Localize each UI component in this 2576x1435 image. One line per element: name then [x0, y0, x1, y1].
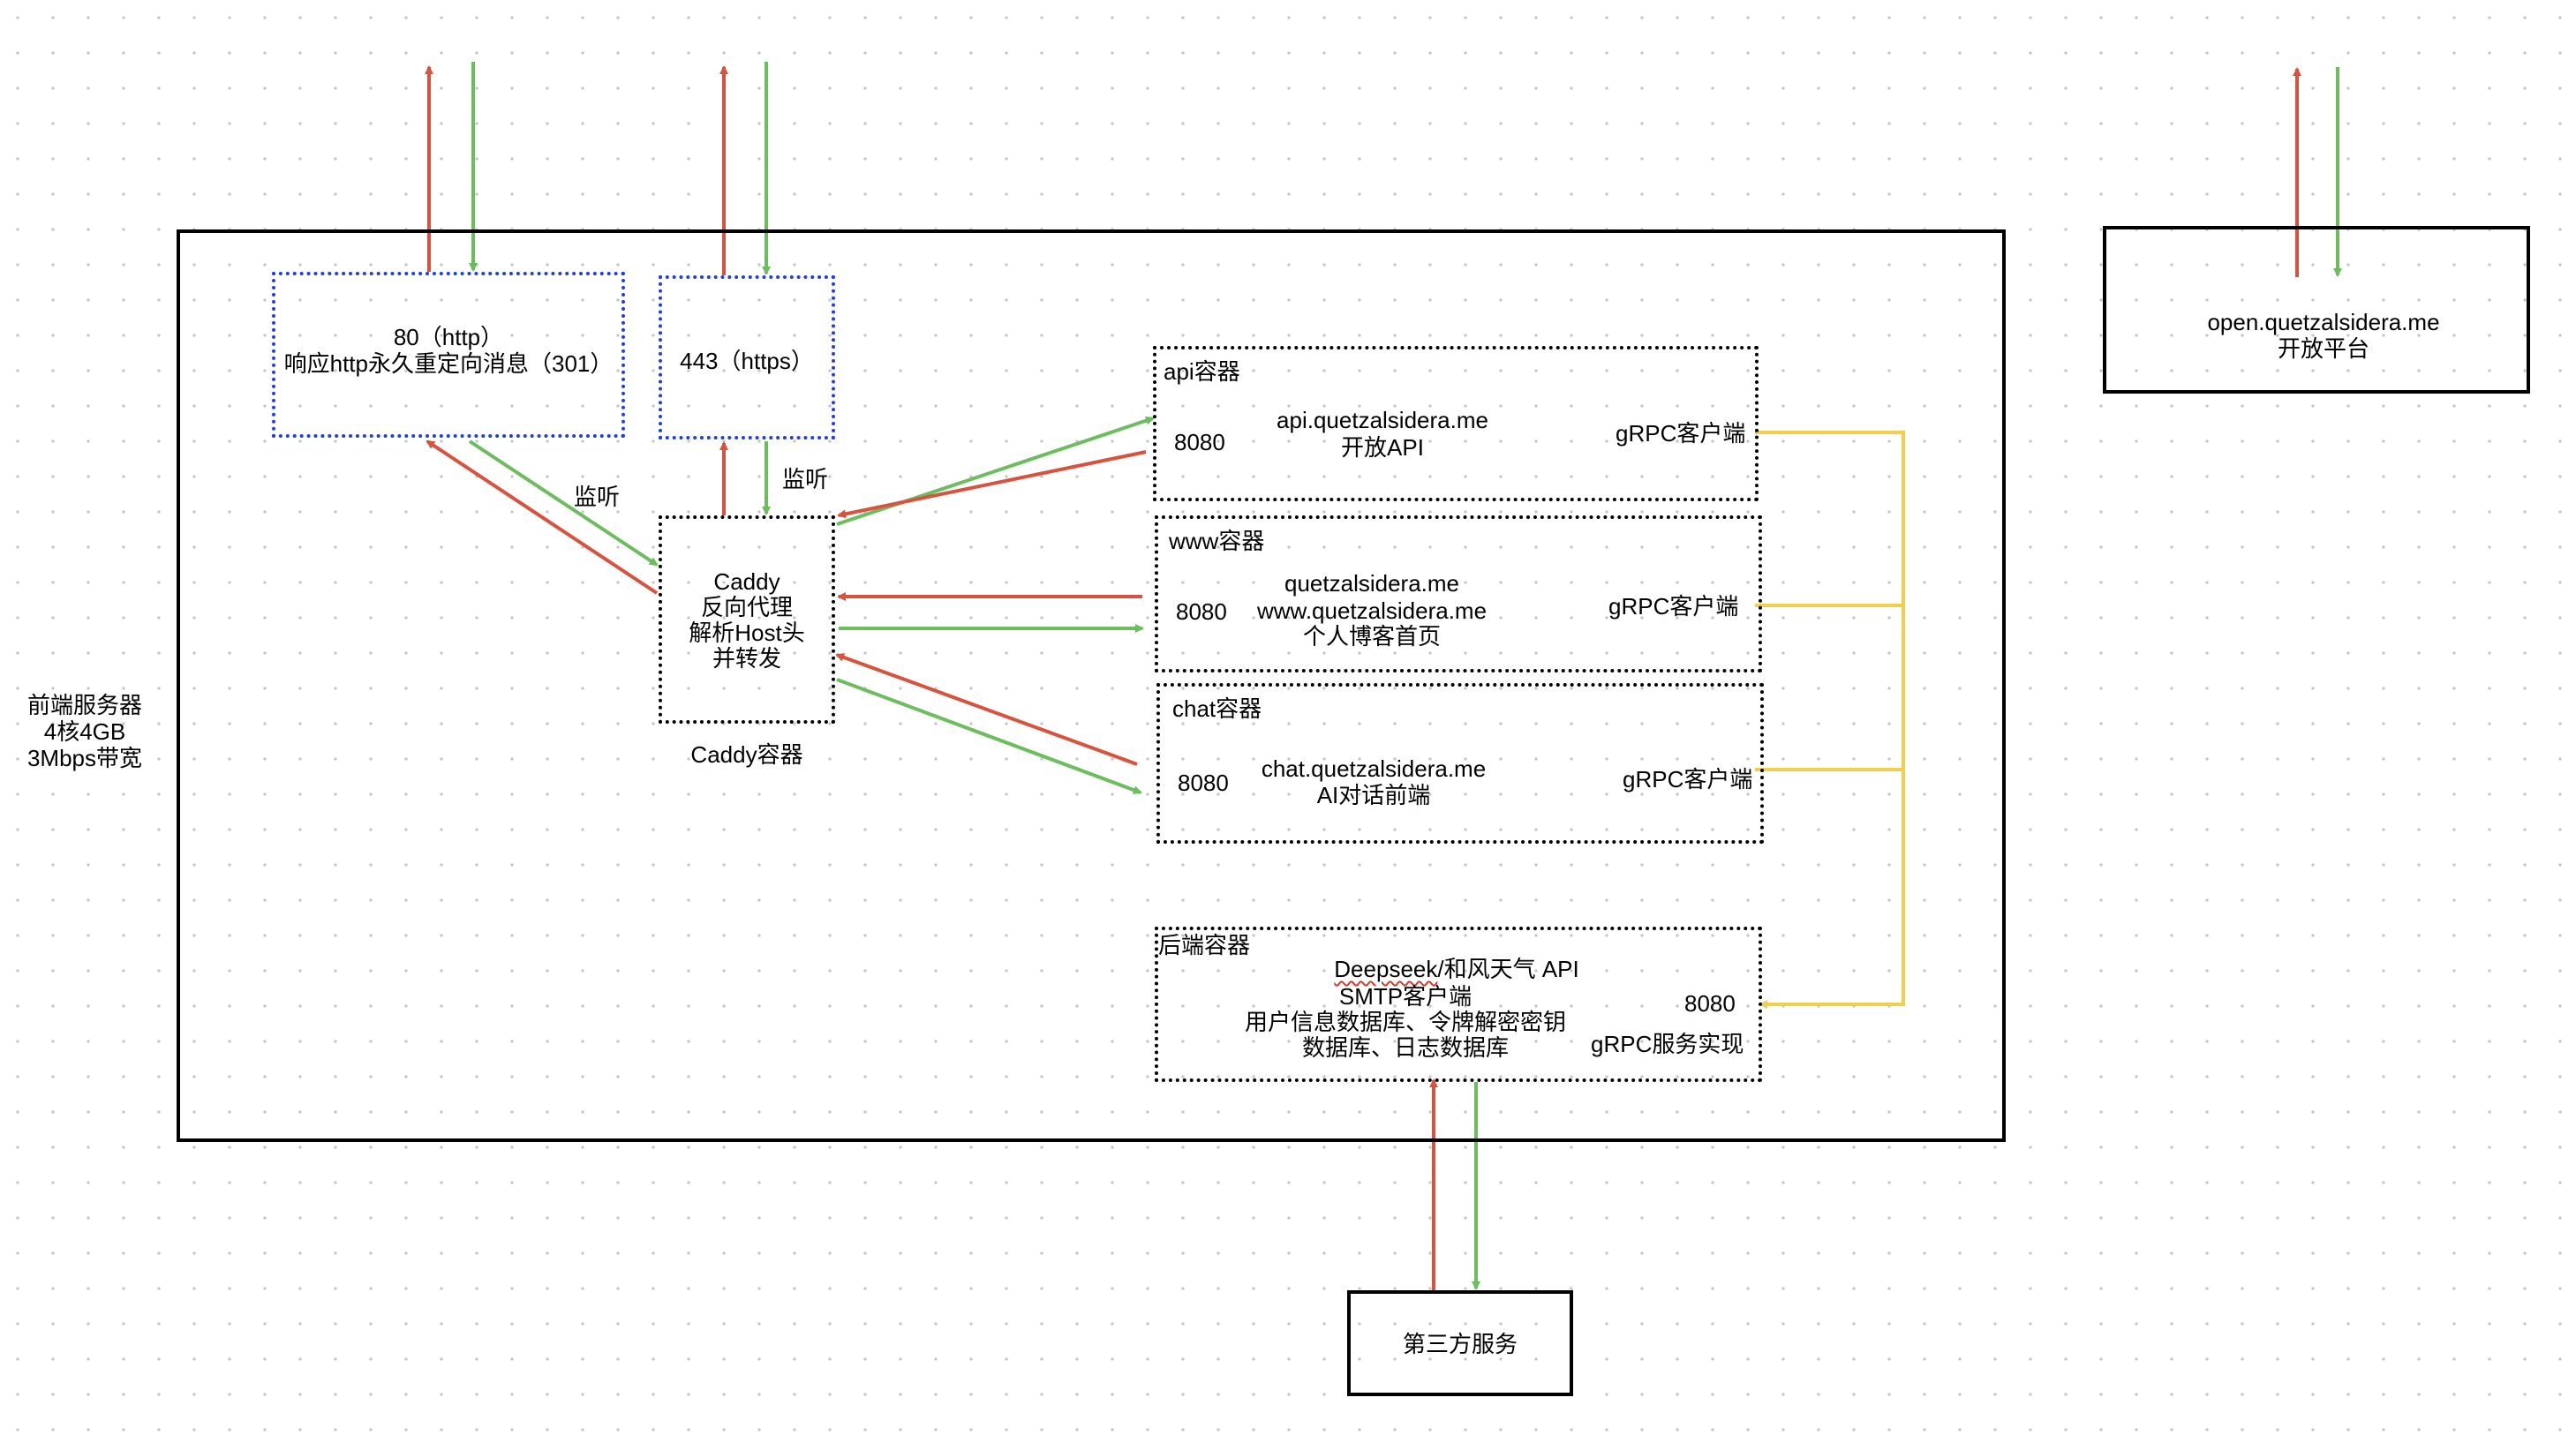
- listen-80-arrow: [468, 440, 659, 567]
- api-to-caddy-arrow: [837, 450, 1147, 519]
- redirect-80-arrow: [426, 440, 659, 595]
- backend-container: [1155, 927, 1762, 1082]
- listen-label-80: 监听: [574, 484, 621, 510]
- caddy-to-chat-arrow: [836, 678, 1142, 794]
- backend-line-1: Deepseek/和风天气 API: [1334, 956, 1578, 982]
- api-container-title: api容器: [1164, 358, 1240, 385]
- backend-line-1-rest: /和风天气 API: [1437, 956, 1579, 982]
- www-container-port: 8080: [1176, 598, 1227, 625]
- frontend-server-frame: [177, 229, 2006, 1142]
- third-party-services: [1347, 1290, 1573, 1396]
- www-container: [1155, 515, 1762, 672]
- chat-container-port: 8080: [1178, 770, 1229, 796]
- api-container: [1153, 346, 1759, 501]
- http-80-title: 80（http）: [393, 324, 504, 350]
- www-container-domain-1: quetzalsidera.me: [1284, 570, 1459, 597]
- chat-container-grpc: gRPC客户端: [1623, 766, 1753, 793]
- server-label-spec: 4核4GB: [43, 718, 126, 745]
- chat-container-domain: chat.quetzalsidera.me: [1261, 755, 1487, 782]
- open-platform-desc: 开放平台: [2277, 335, 2370, 362]
- api-container-domain: api.quetzalsidera.me: [1277, 407, 1488, 433]
- backend-line-1-deepseek: Deepseek: [1334, 956, 1438, 982]
- backend-line-4: 数据库、日志数据库: [1301, 1034, 1510, 1061]
- www-container-domain-2: www.quetzalsidera.me: [1256, 597, 1488, 624]
- caddy-line-3: 解析Host头: [689, 620, 805, 646]
- http-80-desc: 响应http永久重定向消息（301）: [283, 350, 614, 377]
- server-label-bandwidth: 3Mbps带宽: [26, 745, 143, 771]
- https-443-title: 443（https）: [680, 348, 814, 374]
- server-label-name: 前端服务器: [26, 692, 143, 718]
- third-party-label: 第三方服务: [1402, 1331, 1518, 1357]
- api-container-port: 8080: [1174, 429, 1225, 455]
- backend-port: 8080: [1684, 990, 1736, 1017]
- www-container-title: www容器: [1169, 528, 1265, 554]
- backend-line-2: SMTP客户端: [1338, 983, 1473, 1010]
- caddy-line-1: Caddy: [713, 568, 780, 595]
- caddy-line-4: 并转发: [712, 645, 782, 672]
- caddy-caption: Caddy容器: [690, 741, 803, 768]
- chat-container: [1156, 683, 1764, 844]
- chat-to-caddy-arrow: [835, 653, 1138, 766]
- https-443-listener: [659, 275, 835, 440]
- chat-container-desc: AI对话前端: [1316, 782, 1431, 808]
- open-platform-domain: open.quetzalsidera.me: [2207, 309, 2440, 335]
- open-platform: [2103, 226, 2530, 394]
- backend-grpc: gRPC服务实现: [1591, 1031, 1744, 1057]
- api-container-desc: 开放API: [1341, 434, 1424, 461]
- api-container-grpc: gRPC客户端: [1616, 420, 1746, 447]
- www-container-grpc: gRPC客户端: [1608, 593, 1739, 620]
- caddy-reverse-proxy: [659, 515, 835, 724]
- chat-container-title: chat容器: [1172, 695, 1262, 722]
- backend-line-3: 用户信息数据库、令牌解密密钥: [1244, 1009, 1567, 1035]
- caddy-line-2: 反向代理: [700, 594, 794, 620]
- listen-label-443: 监听: [782, 466, 829, 492]
- backend-container-title: 后端容器: [1158, 932, 1251, 958]
- www-container-desc: 个人博客首页: [1302, 623, 1442, 650]
- http-80-listener: [272, 272, 625, 438]
